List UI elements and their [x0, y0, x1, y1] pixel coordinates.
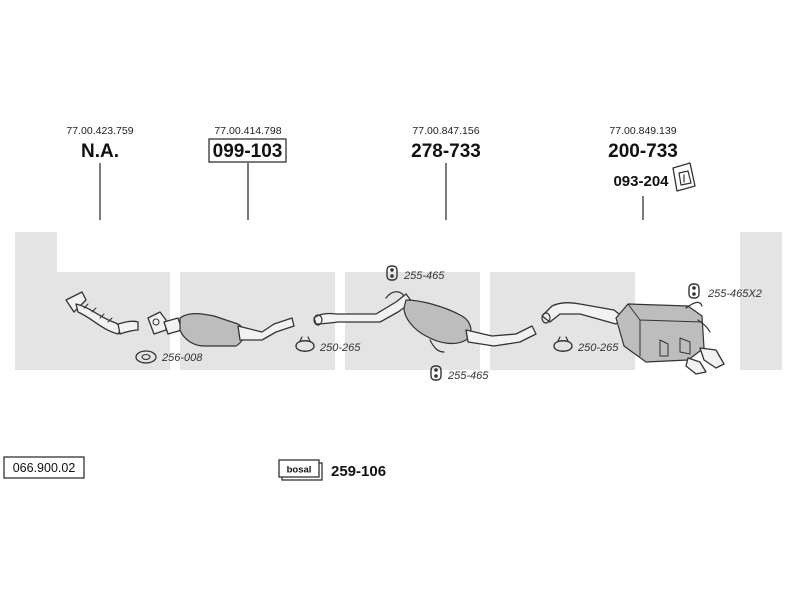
part-number-2: 099-103: [213, 141, 283, 162]
part-number-4: 200-733: [608, 141, 678, 162]
bosal-watermark: [15, 232, 782, 370]
clamp-2-part-number: 250-265: [577, 342, 619, 354]
kit-part-number: 259-106: [331, 463, 386, 480]
bracket-icon: [672, 162, 696, 192]
clamp-icon-2: [553, 336, 573, 352]
hanger-icon-rear: [688, 283, 700, 299]
gasket-part-number: 256-008: [161, 352, 203, 364]
rear-silencer-drawing: [541, 301, 725, 375]
ref-number-2: 77.00.414.798: [214, 125, 281, 137]
kit-logo-text: bosal: [287, 465, 312, 476]
part-number-3: 278-733: [411, 141, 481, 162]
leader-lines: [99, 163, 644, 220]
hanger-bottom-part-number: 255-465: [447, 370, 489, 382]
hanger-icon-bottom: [430, 365, 442, 381]
part-number-1: N.A.: [81, 141, 119, 162]
gasket-icon: [135, 350, 157, 364]
middle-silencer-drawing: [313, 291, 537, 353]
diagram-code: 066.900.02: [13, 461, 76, 475]
part-number-2-frame: [208, 138, 287, 163]
diagram-code-frame: [3, 456, 85, 479]
kit-logo: bosal: [278, 459, 323, 481]
bracket-part-number: 093-204: [613, 173, 669, 190]
hanger-rear-part-number: 255-465X2: [707, 288, 762, 300]
catalytic-converter-drawing: [147, 311, 295, 347]
ref-number-1: 77.00.423.759: [66, 125, 133, 137]
hanger-top-part-number: 255-465: [403, 270, 445, 282]
hanger-icon-top: [386, 265, 398, 281]
clamp-1-part-number: 250-265: [319, 342, 361, 354]
front-pipe-drawing: [65, 291, 139, 335]
ref-number-4: 77.00.849.139: [609, 125, 676, 137]
clamp-icon-1: [295, 336, 315, 352]
ref-number-3: 77.00.847.156: [412, 125, 479, 137]
